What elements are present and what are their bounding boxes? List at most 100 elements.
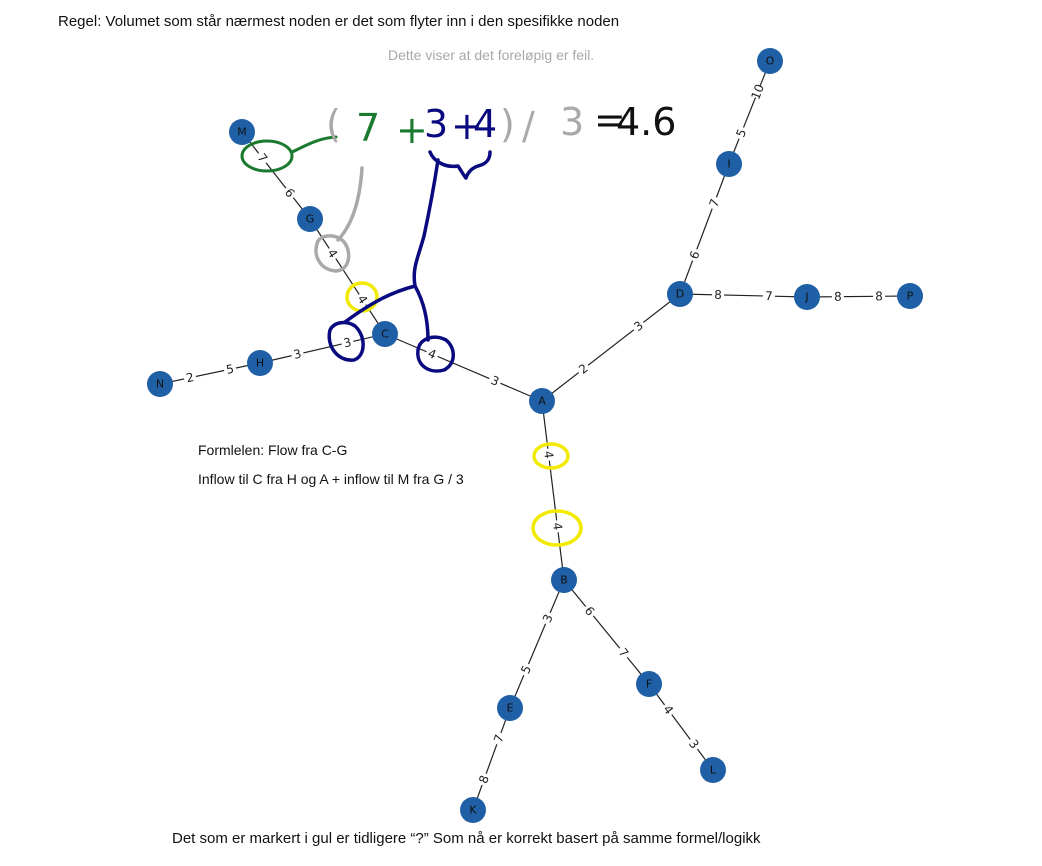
edge-weight-bg — [290, 346, 305, 363]
node-L — [700, 757, 726, 783]
green-circle-mark — [240, 139, 294, 173]
hw-divisor: 3 — [560, 100, 584, 144]
edge-weight-bg — [574, 359, 593, 379]
edge-weight-bg — [549, 519, 566, 534]
edge-weight-bg — [539, 610, 557, 627]
node-label-G: G — [306, 213, 315, 226]
edge-weight-bg — [222, 361, 238, 378]
hw-plus-2: + — [451, 104, 483, 148]
node-label-A: A — [538, 395, 546, 408]
edge-B-E — [509, 579, 565, 709]
edge-weight-A-B-near-B: 4 — [550, 522, 565, 531]
edge-weight-bg — [629, 316, 648, 336]
node-label-O: O — [766, 55, 775, 68]
edge-D-J — [679, 293, 808, 298]
node-F — [636, 671, 662, 697]
edge-C-H — [259, 333, 386, 364]
node-label-I: I — [727, 158, 730, 171]
hw-term-2: 3 — [424, 102, 448, 146]
edge-weight-C-H-near-H: 3 — [292, 347, 303, 362]
navy-brace-stroke — [428, 150, 492, 180]
edge-weight-C-H-near-C: 3 — [342, 335, 353, 350]
edge-weight-bg — [323, 244, 342, 263]
hw-slash: / — [522, 104, 535, 148]
navy-stem-stroke — [412, 158, 440, 288]
node-D — [667, 281, 693, 307]
formula-line-1: Formlelen: Flow fra C-G — [198, 442, 348, 458]
edge-weight-bg — [684, 735, 703, 754]
error-note: Dette viser at det foreløpig er feil. — [388, 47, 595, 63]
node-label-L: L — [710, 764, 717, 777]
edge-weight-D-J-near-J: 7 — [765, 289, 773, 303]
node-label-E: E — [507, 702, 514, 715]
edge-D-A — [541, 293, 681, 402]
node-P — [897, 283, 923, 309]
edge-weight-J-P-near-P: 8 — [875, 289, 883, 303]
edge-weight-bg — [475, 771, 493, 788]
node-label-F: F — [646, 678, 652, 691]
edge-weight-bg — [873, 289, 886, 304]
node-label-J: J — [804, 291, 808, 304]
node-label-C: C — [381, 328, 389, 341]
hw-equals: = — [594, 98, 626, 142]
node-M — [229, 119, 255, 145]
edge-C-A — [384, 333, 543, 402]
edge-weight-bg — [423, 345, 441, 363]
yellow-circle-a-b-lower — [531, 509, 583, 547]
edge-weight-bg — [340, 334, 355, 351]
hw-term-3: 4 — [473, 102, 497, 146]
edge-weight-O-I-near-O: 10 — [748, 82, 767, 101]
edge-weight-bg — [253, 149, 272, 168]
edges-layer — [159, 60, 911, 811]
node-B — [551, 567, 577, 593]
edge-I-D — [679, 163, 730, 295]
yellow-circle-a-b-upper — [532, 442, 570, 470]
footer-text: Det som er markert i gul er tidligere “?… — [172, 830, 761, 847]
node-label-D: D — [676, 288, 684, 301]
node-label-M: M — [237, 126, 247, 139]
node-O — [757, 48, 783, 74]
green-connector-stroke — [290, 135, 338, 154]
edge-weight-bg — [732, 124, 751, 142]
edge-M-G — [241, 131, 311, 220]
edge-weight-bg — [614, 643, 633, 662]
edge-weight-bg — [686, 246, 704, 264]
edge-weight-bg — [540, 447, 557, 462]
edge-weight-bg — [762, 288, 776, 304]
edge-weight-bg — [580, 602, 599, 621]
edge-F-L — [648, 683, 714, 771]
edge-weight-E-K-near-E: 7 — [491, 733, 507, 745]
edge-weight-bg — [659, 700, 678, 719]
edge-A-B — [541, 400, 565, 581]
node-label-H: H — [256, 357, 264, 370]
edge-J-P — [806, 295, 911, 298]
edge-weight-D-J-near-D: 8 — [714, 288, 722, 302]
node-label-P: P — [907, 290, 914, 303]
node-N — [147, 371, 173, 397]
edge-weight-E-K-near-K: 8 — [476, 773, 492, 785]
node-C — [372, 321, 398, 347]
navy-circle-c-h — [327, 320, 365, 362]
formula-line-2: Inflow til C fra H og A + inflow til M f… — [198, 471, 464, 487]
hw-close-paren: ) — [500, 102, 515, 146]
edge-B-F — [563, 579, 650, 685]
node-K — [460, 797, 486, 823]
edge-E-K — [472, 707, 511, 811]
edge-weight-bg — [748, 83, 767, 101]
node-J — [794, 284, 820, 310]
rule-text: Regel: Volumet som står nærmest noden er… — [58, 13, 620, 30]
node-label-B: B — [560, 574, 568, 587]
node-G — [297, 206, 323, 232]
edge-weight-bg — [280, 183, 299, 202]
edge-O-I — [728, 60, 771, 165]
annotation-layer — [240, 135, 583, 547]
edge-weight-A-B-near-A: 4 — [541, 450, 556, 459]
hw-open-paren: ( — [326, 102, 341, 146]
gray-connector-stroke — [336, 166, 364, 242]
node-A — [529, 388, 555, 414]
edge-weight-bg — [711, 287, 725, 303]
edge-weight-bg — [490, 730, 508, 747]
gray-circle-mark — [314, 234, 351, 273]
